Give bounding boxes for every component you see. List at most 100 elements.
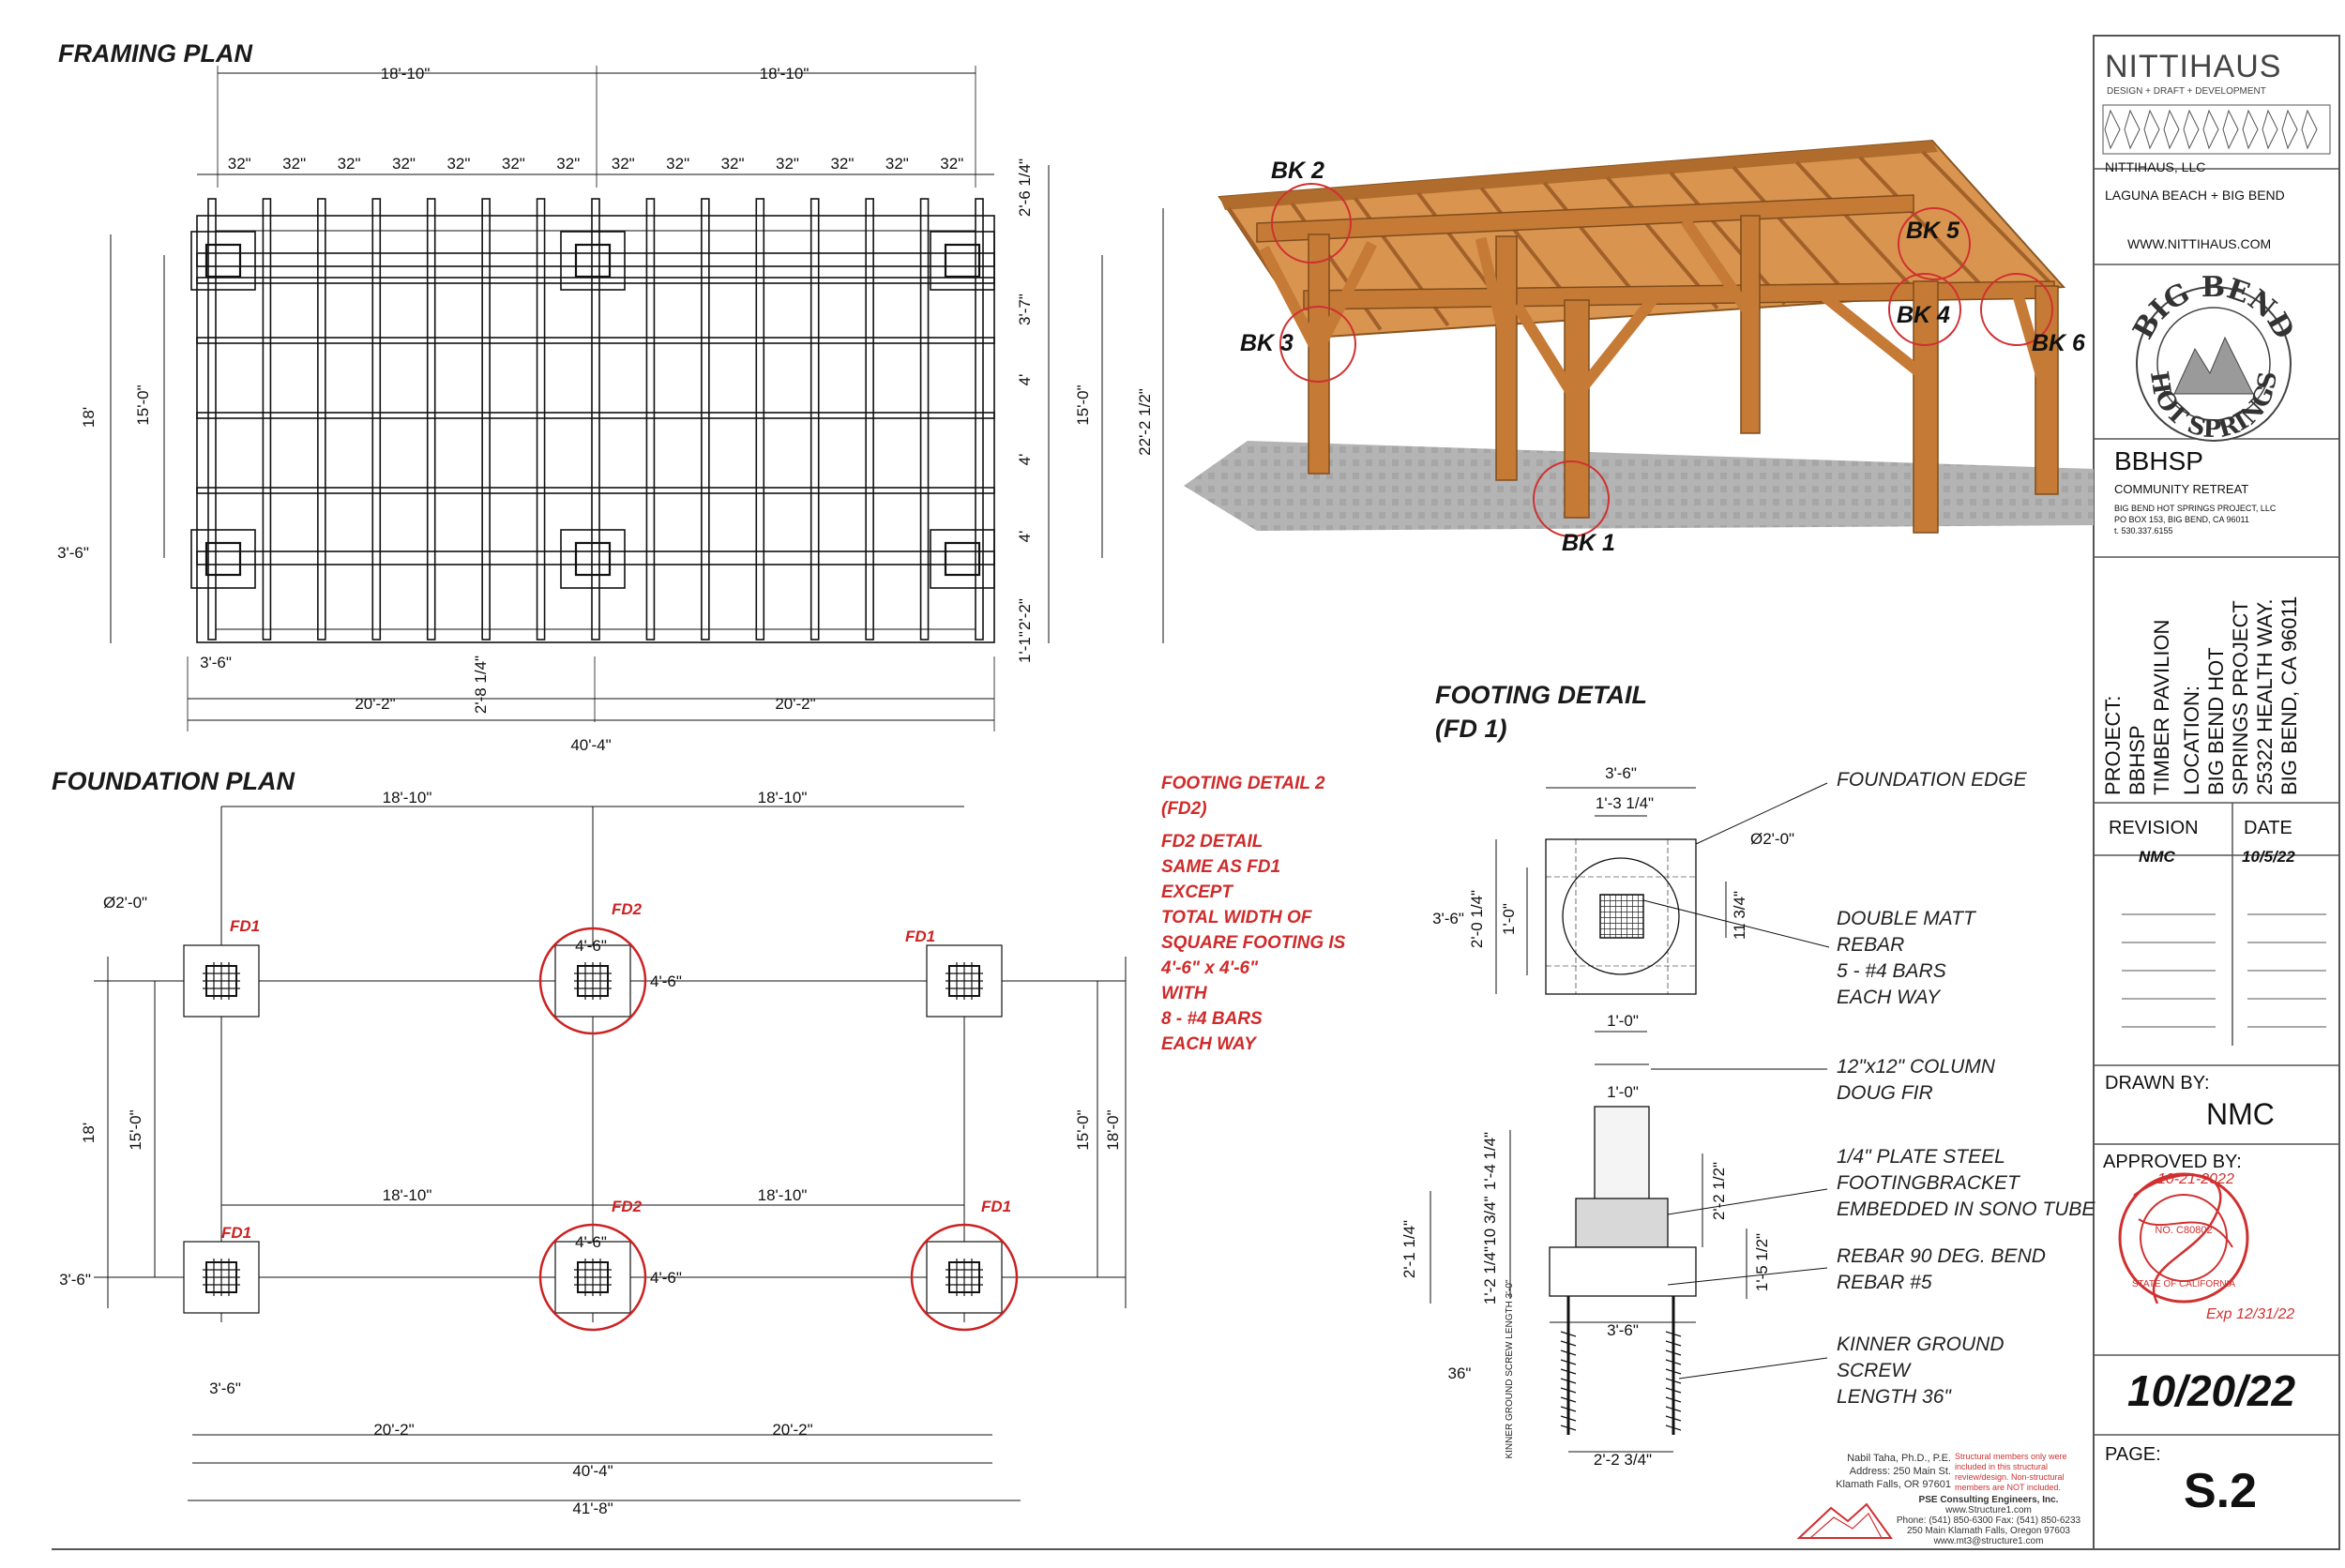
beam-bottom [196, 550, 995, 565]
post-footing-outline [190, 231, 256, 291]
roof-rafter [1669, 171, 1787, 306]
foundation-mid-dim-1: 18'-10" [383, 1186, 432, 1204]
note-rebar-line-3: 5 - #4 BARS [1837, 960, 1946, 982]
screw-thread [1665, 1425, 1682, 1431]
bk6-callout-circle [1980, 273, 2053, 346]
fd2-note-line-5: SAME AS FD1 [1161, 857, 1281, 877]
engineer-city: Klamath Falls, OR 97601 [1836, 1479, 1951, 1490]
post-footing-outline [930, 529, 995, 589]
rafter [645, 198, 656, 641]
footing-callout-circle [538, 927, 647, 1035]
pse-logo-icon [1796, 1502, 1893, 1539]
client-phone: t. 530.337.6155 [2114, 526, 2173, 535]
foundation-right-inner: 15'-0" [1074, 1109, 1092, 1150]
fd2-note-line-8: SQUARE FOOTING IS [1161, 933, 1346, 953]
fd-sec-overall: 2'-1 1/4" [1400, 1220, 1418, 1278]
revision-value: NMC [2139, 848, 2175, 866]
foundation-top-dim-2: 18'-10" [758, 789, 808, 807]
note-column-line-1: 12"x12" COLUMN [1837, 1056, 1995, 1078]
bk3-label: BK 3 [1240, 330, 1294, 356]
fd2-height-2: 4'-6" [650, 1269, 682, 1287]
fd-plan-left-a: 2'-0 1/4" [1468, 890, 1486, 948]
engineer-addr2: 250 Main Klamath Falls, Oregon 97603 [1907, 1526, 2070, 1536]
note-rebar-line-1: DOUBLE MATT [1837, 908, 1975, 929]
engineer-address: Address: 250 Main St. [1849, 1466, 1951, 1477]
bk3-callout-circle [1279, 306, 1356, 383]
fd2-note-line-2: (FD2) [1161, 799, 1207, 819]
foundation-plan-title: FOUNDATION PLAN [52, 767, 295, 795]
screw-thread [1665, 1378, 1682, 1384]
screw-thread [1665, 1387, 1682, 1394]
engineer-firm-block: PSE Consulting Engineers, Inc. www.Struc… [1895, 1495, 2082, 1546]
rafter [426, 198, 436, 641]
framing-right-dim-4: 4' [1016, 454, 1034, 466]
bk5-callout-circle [1898, 207, 1971, 280]
post [944, 541, 981, 577]
note-screw: KINNER GROUND SCREW LENGTH 36" [1837, 1332, 2005, 1410]
framing-right-dim-3: 4' [1016, 374, 1034, 386]
logo-motif [2124, 109, 2141, 150]
framing-left-side-dim: 3'-6" [57, 544, 89, 562]
foundation-overall-2: 41'-8" [572, 1500, 613, 1517]
big-bend-hot-springs-seal: BIG BEND HOT SPRINGS [2127, 271, 2301, 444]
fd-sec-right-b: 1'-5 1/2" [1753, 1233, 1771, 1291]
page-label: PAGE: [2105, 1444, 2161, 1465]
roof-rafter [1732, 166, 1854, 301]
roof-rafter [1794, 160, 1921, 297]
posts [190, 231, 995, 589]
screw-thread [1560, 1387, 1577, 1394]
note-screw-line-1: KINNER GROUND [1837, 1334, 2005, 1355]
framing-right-dim-2: 3'-7" [1016, 294, 1034, 325]
footings [183, 927, 1019, 1332]
engineer-disclaimer: Structural members only were included in… [1955, 1452, 2067, 1492]
client-code: BBHSP [2114, 446, 2203, 475]
sheet-date: 10/20/22 [2127, 1366, 2296, 1415]
screw-thread [1665, 1415, 1682, 1422]
rafter-spacing-labels: 32"32"32"32"32"32"32"32"32"32"32"32"32"3… [228, 155, 964, 173]
framing-plan-dimensions: 18'-10" 18'-10" 32"32"32"32"32"32"32"32"… [57, 65, 1154, 754]
approval-signature-date: 10-21-2022 [2157, 1171, 2234, 1187]
location-line-3: SPRINGS PROJECT [2229, 600, 2252, 795]
note-bracket-line-2: FOOTINGBRACKET [1837, 1172, 2020, 1194]
fd-plan-width: 3'-6" [1605, 764, 1637, 782]
fd2-width-2: 4'-6" [575, 1233, 607, 1251]
screw-thread [1665, 1349, 1682, 1356]
framing-center-small-dim: 2'-8 1/4" [472, 656, 490, 714]
post-footing-outline [190, 529, 256, 589]
footing-callout-circle [910, 1223, 1019, 1332]
ground-slab [1184, 441, 2094, 531]
framing-plan-title: FRAMING PLAN [58, 39, 252, 68]
screw-thread [1665, 1368, 1682, 1375]
footing-rebar-grid [574, 1259, 612, 1296]
bk4-label: BK 4 [1897, 302, 1950, 328]
foundation-bottom-small: 3'-6" [209, 1380, 241, 1397]
foundation-plan-drawing [94, 806, 1127, 1501]
fd-sec-screw-base: 2'-2 3/4" [1594, 1451, 1652, 1469]
note-rebar: DOUBLE MATT REBAR 5 - #4 BARS EACH WAY [1837, 906, 1975, 1011]
post-footing-outline [560, 529, 626, 589]
logo-motif [2163, 109, 2180, 150]
logo-motif [2222, 109, 2239, 150]
note-foundation-edge: FOUNDATION EDGE [1837, 769, 2027, 791]
footing-detail-plan-dims: 3'-6" 1'-3 1/4" Ø2'-0" 3'-6" 2'-0 1/4" 1… [1432, 764, 1794, 1030]
post [574, 541, 612, 577]
screw-thread [1560, 1331, 1577, 1337]
screw-thread [1665, 1406, 1682, 1412]
framing-right-inner-dim: 15'-0" [1074, 384, 1092, 425]
rafter-spacing-label: 32" [228, 155, 251, 173]
fd-plan-diameter: Ø2'-0" [1750, 830, 1794, 848]
fd-footing-block [1549, 1246, 1697, 1297]
logo-motif [2301, 109, 2318, 150]
bk5-label: BK 5 [1906, 218, 1959, 244]
fd2-note-line-1: FOOTING DETAIL 2 [1161, 774, 1325, 793]
screw-thread [1560, 1340, 1577, 1347]
bk6-label: BK 6 [2032, 330, 2085, 356]
framing-bottom-dim-2: 20'-2" [775, 695, 815, 713]
rafter [919, 198, 930, 641]
pavilion-perspective [1184, 139, 2094, 537]
rafter [371, 198, 382, 641]
revision-label: REVISION [2109, 818, 2199, 838]
roof-rafter [1921, 150, 2056, 289]
engineer-name: Nabil Taha, Ph.D., P.E. [1847, 1453, 1951, 1464]
note-bracket-line-1: 1/4" PLATE STEEL [1837, 1146, 2005, 1168]
